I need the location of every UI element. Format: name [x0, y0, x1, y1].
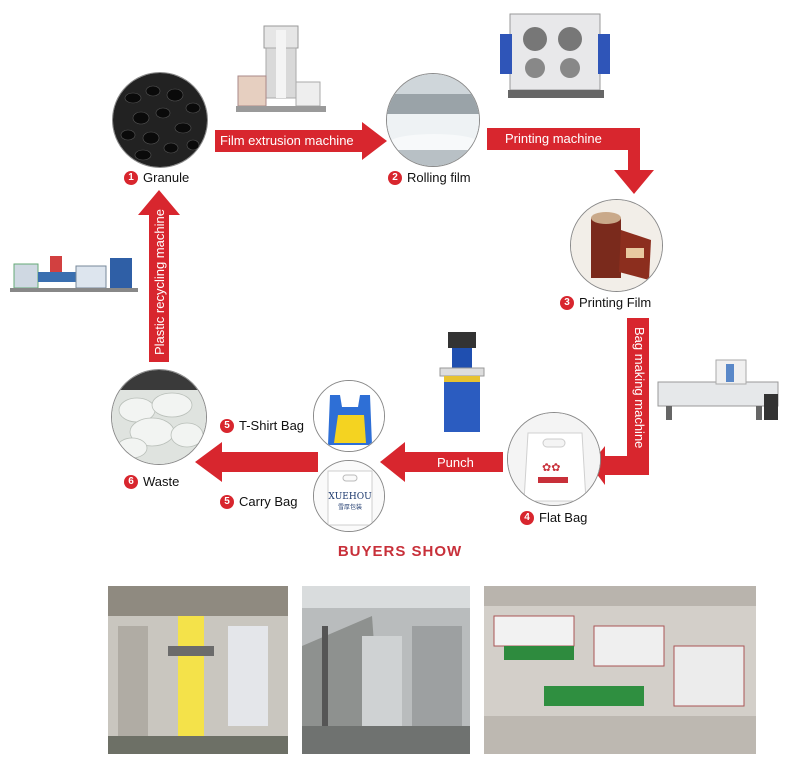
- rolling-film-label: Rolling film: [407, 170, 471, 185]
- carry-bag-sub: 雪厚包装: [338, 503, 362, 511]
- node-tshirt-bag: 5 T-Shirt Bag: [220, 418, 304, 433]
- arrow-label-film-extrusion: Film extrusion machine: [220, 133, 354, 148]
- node-flat-bag: 4 Flat Bag: [520, 510, 587, 525]
- carry-bag-image: XUEHOU 雪厚包装: [313, 460, 385, 532]
- step-badge: 4: [520, 510, 534, 525]
- node-waste: 6 Waste: [124, 474, 179, 489]
- tshirt-bag-image: [313, 380, 385, 452]
- step-badge: 6: [124, 474, 138, 489]
- carry-bag-label: Carry Bag: [239, 494, 298, 509]
- waste-label: Waste: [143, 474, 180, 489]
- factory-photo-2: [302, 586, 470, 754]
- arrow-label-bag-making: Bag making machine: [632, 327, 647, 449]
- rolling-film-image: [386, 73, 480, 167]
- carry-bag-brand: XUEHOU: [328, 492, 372, 502]
- buyers-show-heading: BUYERS SHOW: [337, 543, 463, 560]
- tshirt-bag-label: T-Shirt Bag: [239, 418, 305, 433]
- step-badge: 5: [220, 494, 234, 509]
- printing-film-image: [570, 199, 663, 292]
- arrow-punch: [380, 442, 503, 482]
- punch-machine-image: [439, 332, 485, 432]
- arrow-printing: [487, 128, 654, 194]
- node-carry-bag: 5 Carry Bag: [220, 494, 298, 509]
- granule-label: Granule: [143, 170, 190, 185]
- arrow-bag-making: [590, 318, 649, 485]
- step-badge: 2: [388, 170, 402, 185]
- node-granule: 1 Granule: [124, 170, 189, 185]
- flow-arrows: [138, 122, 654, 485]
- flat-bag-image: ✿✿: [507, 412, 601, 506]
- granule-image: [112, 72, 208, 168]
- arrow-label-printing: Printing machine: [505, 131, 602, 146]
- factory-photo-1: [108, 586, 288, 754]
- step-badge: 5: [220, 418, 234, 433]
- arrow-label-punch: Punch: [437, 455, 474, 470]
- svg-text:✿✿: ✿✿: [542, 461, 560, 474]
- recycling-machine-image: [10, 256, 138, 292]
- bag-making-machine-image: [657, 359, 779, 420]
- waste-image: [111, 369, 207, 465]
- arrow-film-extrusion: [215, 122, 387, 160]
- arrow-to-waste: [195, 442, 318, 482]
- factory-photo-3: [484, 586, 756, 754]
- arrow-label-recycling: Plastic recycling machine: [152, 209, 167, 355]
- printing-machine-image: [500, 13, 610, 98]
- node-rolling-film: 2 Rolling film: [388, 170, 471, 185]
- step-badge: 1: [124, 170, 138, 185]
- film-extrusion-machine-image: [236, 25, 326, 112]
- printing-film-label: Printing Film: [579, 295, 652, 310]
- flat-bag-label: Flat Bag: [539, 510, 588, 525]
- node-printing-film: 3 Printing Film: [560, 295, 651, 310]
- arrow-recycling: [138, 190, 180, 362]
- step-badge: 3: [560, 295, 574, 310]
